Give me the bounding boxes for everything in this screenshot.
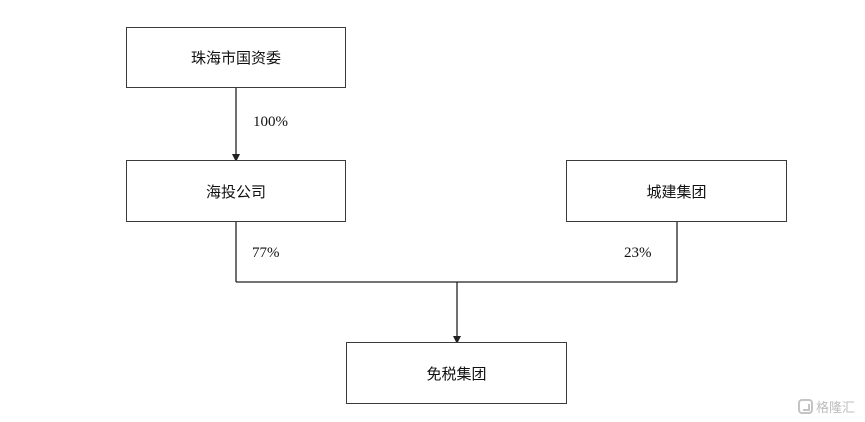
node-haitou-label: 海投公司 (205, 182, 266, 201)
edge-label-chengjian-to-dutyfree: 23% (624, 245, 652, 261)
node-chengjian: 城建集团 (566, 160, 787, 222)
edge-label-haitou-to-dutyfree: 77% (252, 245, 280, 261)
node-haitou: 海投公司 (126, 160, 346, 222)
watermark: 格隆汇 (797, 397, 855, 416)
watermark-logo-icon (797, 399, 813, 414)
watermark-text: 格隆汇 (815, 401, 855, 416)
node-duty-free-label: 免税集团 (426, 364, 487, 383)
edge-label-sasac-to-haitou: 100% (253, 114, 288, 130)
node-zhuhai-sasac: 珠海市国资委 (126, 27, 346, 88)
node-chengjian-label: 城建集团 (646, 182, 707, 201)
node-duty-free: 免税集团 (346, 342, 567, 404)
node-zhuhai-sasac-label: 珠海市国资委 (190, 49, 281, 67)
